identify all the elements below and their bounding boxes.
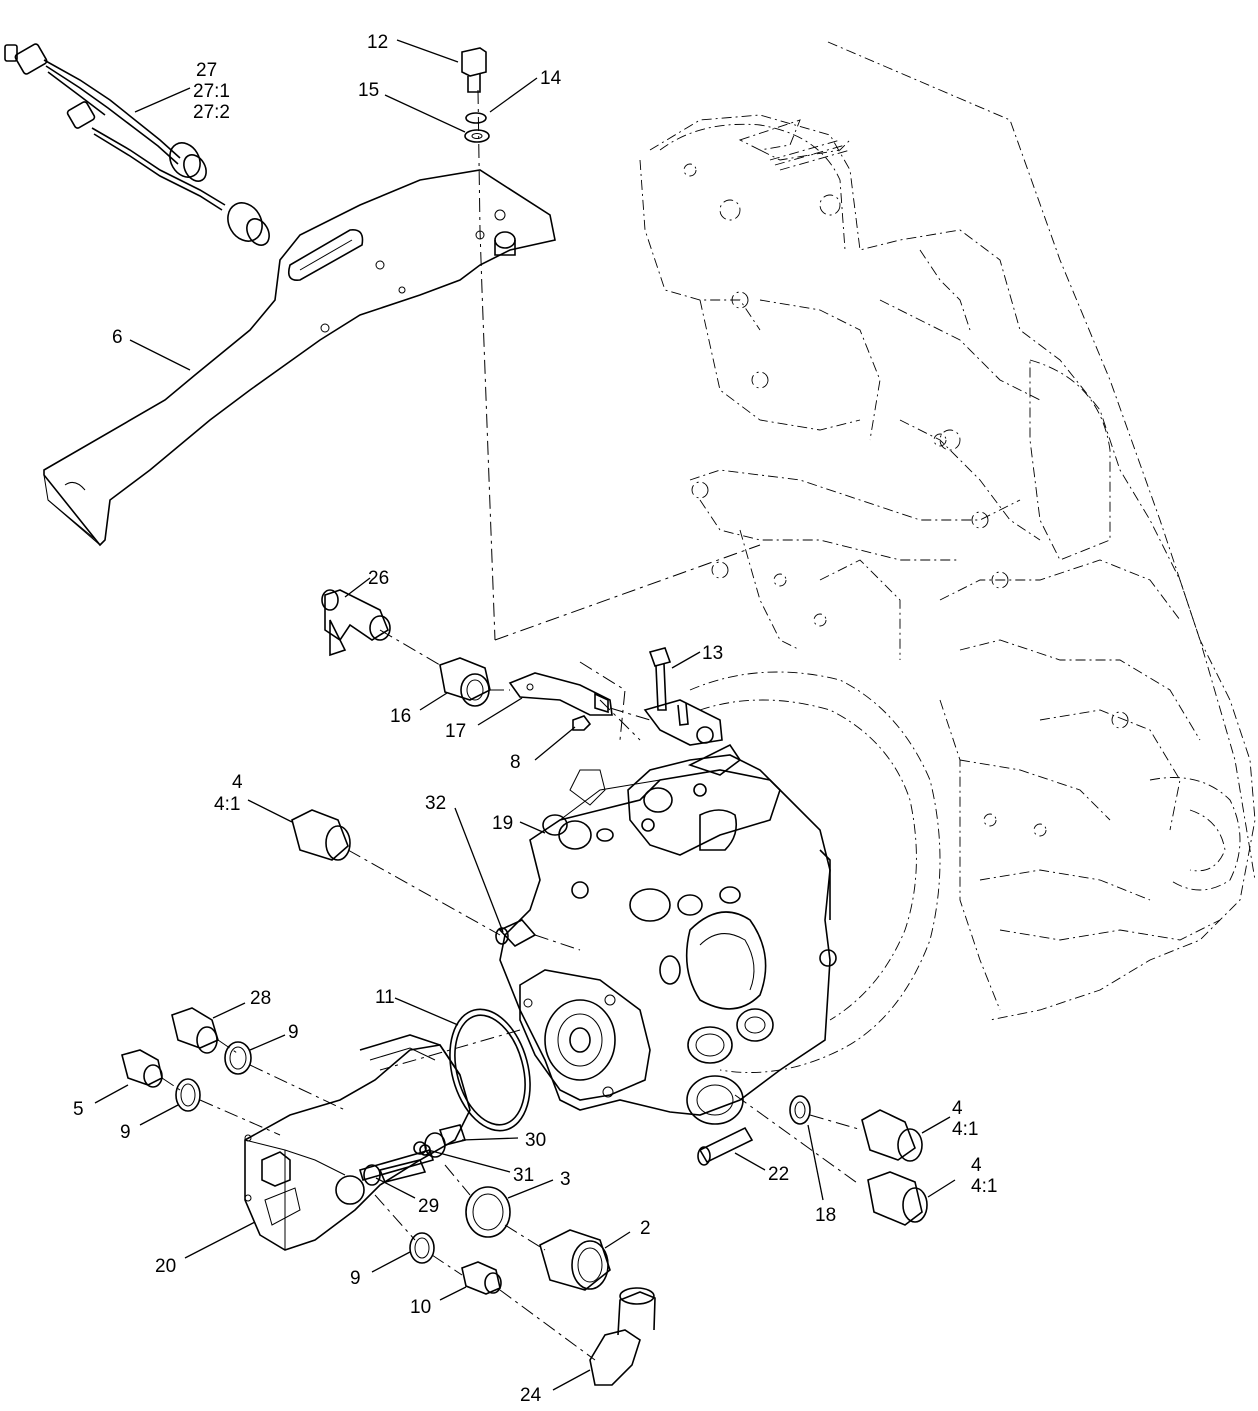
callout-22: 22 xyxy=(768,1164,789,1185)
assembly-centerlines xyxy=(161,544,863,1361)
callout-17: 17 xyxy=(445,721,466,742)
callout-12: 12 xyxy=(367,32,388,53)
bolt-part-13 xyxy=(643,647,723,746)
callout-30: 30 xyxy=(525,1130,546,1151)
callout-10: 10 xyxy=(410,1297,431,1318)
callout-4-1-c: 4:1 xyxy=(971,1176,997,1197)
bolt-washer-stack-parts-12-14-15 xyxy=(461,47,496,641)
washer-part-31 xyxy=(413,1141,427,1155)
callout-4-b: 4 xyxy=(952,1098,963,1119)
callout-16: 16 xyxy=(390,706,411,727)
callout-31: 31 xyxy=(513,1165,534,1186)
seal-ring-part-9-c xyxy=(409,1232,435,1264)
callout-18: 18 xyxy=(815,1205,836,1226)
seal-ring-part-9-a xyxy=(224,1041,252,1075)
wire-harness-part-27 xyxy=(4,43,270,246)
callout-4-c: 4 xyxy=(971,1155,982,1176)
callout-24: 24 xyxy=(520,1385,542,1406)
callout-5: 5 xyxy=(73,1099,84,1120)
fitting-part-16 xyxy=(439,657,491,707)
callout-4-1-a: 4:1 xyxy=(214,794,240,815)
gear-pump-part-20 xyxy=(244,1034,471,1251)
fitting-part-4-a xyxy=(291,809,351,861)
callout-27-1: 27:1 xyxy=(193,81,230,102)
spacer-part-18 xyxy=(789,1095,811,1125)
bracket-part-6 xyxy=(43,169,556,547)
callout-8: 8 xyxy=(510,752,521,773)
callout-9-b: 9 xyxy=(120,1122,131,1143)
callout-9-a: 9 xyxy=(288,1022,299,1043)
callout-20: 20 xyxy=(155,1256,176,1277)
o-ring-part-11 xyxy=(449,1008,531,1132)
callout-26: 26 xyxy=(368,568,389,589)
leader-lines xyxy=(94,39,956,1391)
callout-27: 27 xyxy=(196,60,217,81)
callout-11: 11 xyxy=(375,987,395,1008)
callout-4-a: 4 xyxy=(232,772,243,793)
callout-2: 2 xyxy=(640,1218,651,1239)
callout-labels: 12 15 14 27 27:1 27:2 6 26 13 16 17 8 4 … xyxy=(73,32,997,1406)
bolt-part-22 xyxy=(697,1126,754,1166)
fitting-part-4-b xyxy=(861,1109,923,1162)
seal-ring-part-3 xyxy=(465,1186,511,1238)
fitting-part-2 xyxy=(539,1229,611,1291)
elbow-fitting-part-24 xyxy=(589,1287,656,1386)
pin-part-29 xyxy=(359,1149,434,1181)
plate-part-17 xyxy=(508,661,626,741)
fitting-part-4-c xyxy=(867,1171,928,1226)
callout-29: 29 xyxy=(418,1196,439,1217)
callout-3: 3 xyxy=(560,1169,571,1190)
fitting-part-28 xyxy=(171,1007,219,1054)
callout-19: 19 xyxy=(492,813,513,834)
main-pump-part-19 xyxy=(499,743,837,1125)
seal-ring-part-9-b xyxy=(175,1078,201,1112)
tee-fitting-part-26 xyxy=(321,589,391,657)
engine-phantom-outline xyxy=(639,41,1256,1073)
callout-32: 32 xyxy=(425,793,446,814)
fitting-part-10 xyxy=(461,1261,502,1295)
callout-27-2: 27:2 xyxy=(193,102,230,123)
callout-15: 15 xyxy=(358,80,379,101)
callout-28: 28 xyxy=(250,988,271,1009)
callout-14: 14 xyxy=(540,68,562,89)
callout-13: 13 xyxy=(702,643,723,664)
callout-6: 6 xyxy=(112,327,123,348)
callout-4-1-b: 4:1 xyxy=(952,1119,978,1140)
fitting-part-5 xyxy=(121,1049,163,1088)
callout-9-c: 9 xyxy=(350,1268,361,1289)
